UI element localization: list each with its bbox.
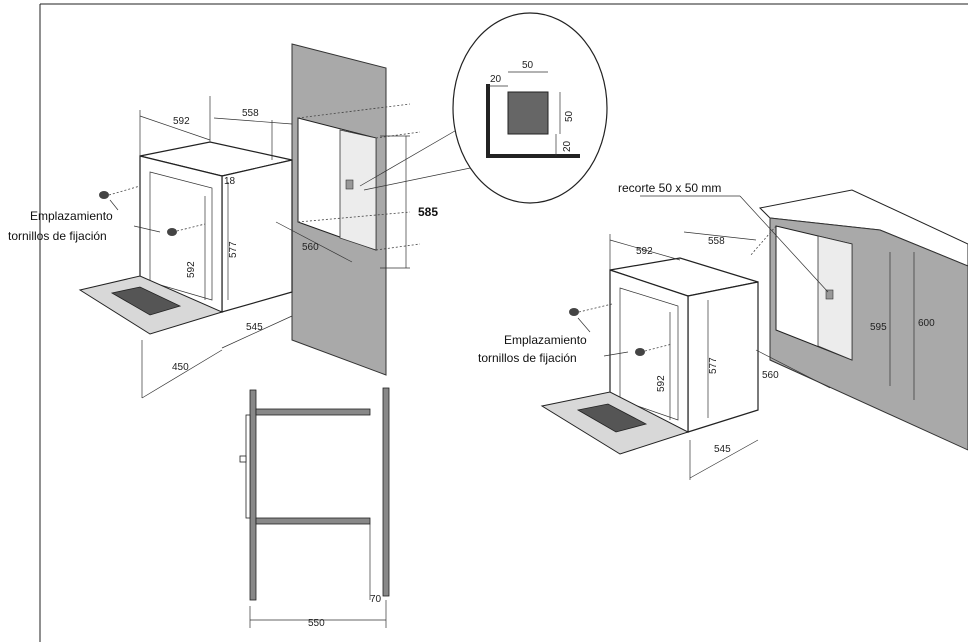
left-niche-back	[339, 129, 377, 251]
right-dim-side-height: 577	[708, 357, 719, 374]
section-view	[239, 387, 390, 628]
left-dim-door-open: 450	[172, 362, 189, 373]
right-niche-back	[817, 235, 853, 361]
right-cutout-label: recorte 50 x 50 mm	[618, 181, 721, 195]
right-oven-view	[540, 189, 968, 480]
right-screw-label-line1: Emplazamiento	[504, 333, 587, 347]
left-oven-view	[78, 43, 421, 399]
section-front-panel	[249, 389, 257, 601]
left-screw-bottom-icon	[167, 223, 206, 236]
left-screw-label-line2: tornillos de fijación	[8, 229, 107, 243]
right-oven-front-inner	[619, 287, 679, 421]
right-dim-niche-height-inner: 595	[870, 322, 887, 333]
right-dim-top-width: 592	[636, 246, 653, 257]
left-dim-side-height: 577	[228, 241, 239, 258]
section-dim-gap: 70	[370, 594, 382, 605]
right-oven-side	[687, 281, 759, 433]
right-dim-niche-width: 560	[762, 370, 779, 381]
left-door-glass	[110, 286, 182, 316]
section-bottom-shelf	[255, 517, 371, 525]
right-screw-top-icon	[569, 303, 613, 316]
detail-dim-offset-left: 20	[490, 74, 502, 85]
right-dim-top-depth: 558	[708, 236, 725, 247]
section-top-shelf	[255, 408, 371, 416]
right-niche-cutout	[825, 289, 834, 300]
right-dim-side-depth: 545	[714, 444, 731, 455]
right-screw-bottom-icon	[635, 343, 673, 356]
detail-cutout-square	[507, 91, 549, 135]
detail-dim-width: 50	[522, 60, 534, 71]
left-oven-front-inner	[149, 171, 213, 301]
cutout-detail-bubble	[359, 12, 608, 204]
right-door-glass	[576, 403, 648, 433]
left-dim-side-depth: 545	[246, 322, 263, 333]
section-oven-handle	[239, 455, 247, 463]
left-niche-cutout	[345, 179, 354, 190]
right-dim-niche-height-outer: 600	[918, 318, 935, 329]
detail-dim-offset-bottom: 20	[562, 140, 573, 152]
left-dim-niche-width: 560	[302, 242, 319, 253]
left-dim-top-thickness: 18	[224, 176, 236, 187]
left-screw-label-line1: Emplazamiento	[30, 209, 113, 223]
left-screw-top-icon	[99, 185, 141, 199]
section-oven-body	[245, 414, 251, 519]
left-dim-top-width: 592	[173, 116, 190, 127]
right-screw-label-line2: tornillos de fijación	[478, 351, 577, 365]
left-dim-top-depth: 558	[242, 108, 259, 119]
detail-dim-height: 50	[564, 110, 575, 122]
section-dim-width: 550	[308, 618, 325, 629]
left-dim-niche-height: 585	[418, 205, 438, 219]
section-wall-panel	[382, 387, 390, 597]
left-dim-front-height: 592	[186, 261, 197, 278]
right-dim-front-height: 592	[656, 375, 667, 392]
frame-border	[39, 3, 968, 642]
